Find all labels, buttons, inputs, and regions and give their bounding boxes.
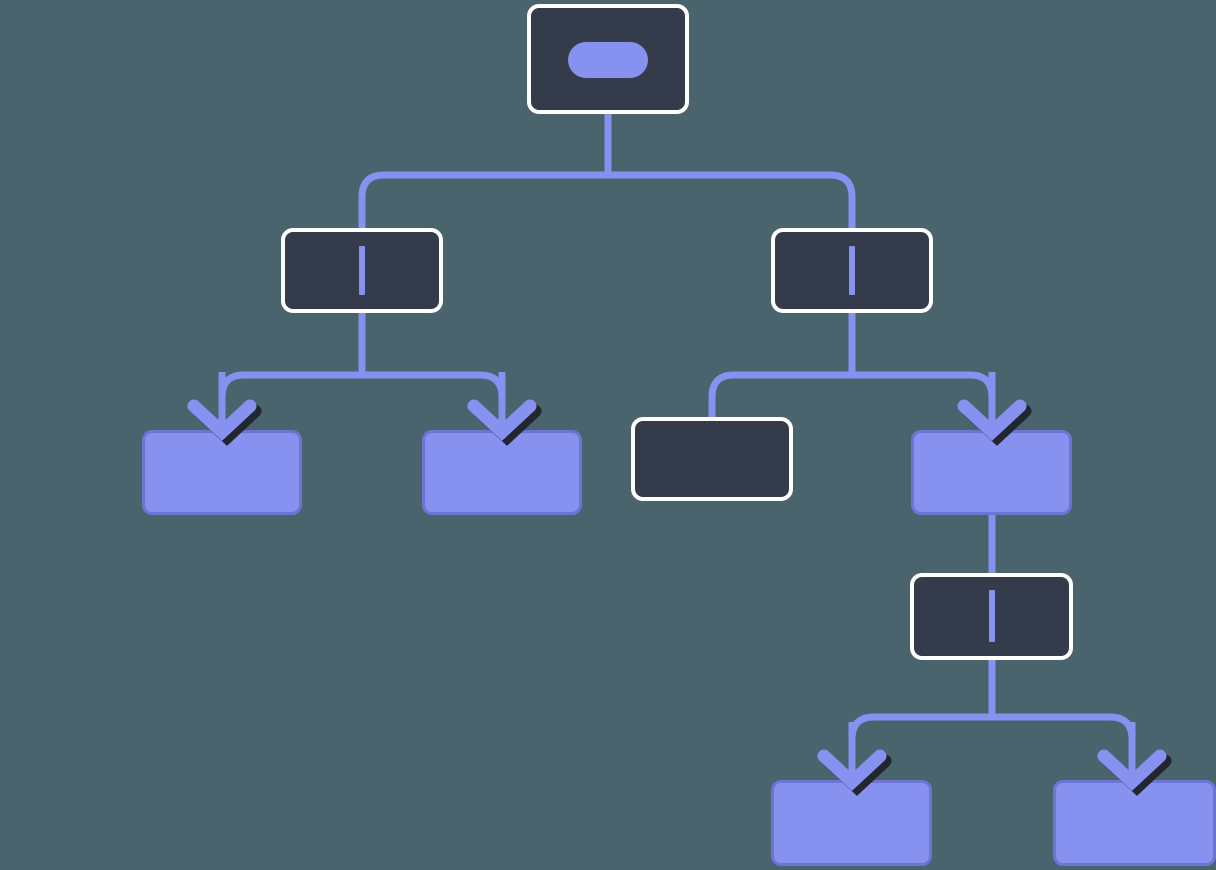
node-bar-indicator bbox=[359, 246, 365, 295]
arrowhead-icon bbox=[817, 749, 887, 791]
edge-root-to-branch-right bbox=[608, 171, 856, 228]
leaf-node-1[interactable] bbox=[142, 430, 302, 515]
empty-node[interactable] bbox=[631, 417, 793, 501]
edge-branch-lower-to-leaf-5 bbox=[992, 713, 1136, 782]
edge-branch-left-to-leaf-2 bbox=[362, 371, 506, 432]
leaf-node-2[interactable] bbox=[422, 430, 582, 515]
arrowhead-icon bbox=[467, 399, 537, 441]
leaf-node-5[interactable] bbox=[1053, 780, 1216, 866]
node-bar-indicator bbox=[989, 590, 995, 642]
leaf-node-4[interactable] bbox=[771, 780, 932, 866]
node-pill-indicator bbox=[568, 42, 648, 78]
edge-branch-right-to-empty-node bbox=[708, 371, 852, 419]
leaf-node-3[interactable] bbox=[911, 430, 1072, 515]
arrowhead-icon bbox=[187, 399, 257, 441]
edge-branch-left-to-leaf-1 bbox=[218, 371, 362, 432]
edge-root-to-branch-left bbox=[358, 171, 608, 228]
arrowhead-icon bbox=[1097, 749, 1167, 791]
edge-branch-right-to-leaf-3 bbox=[852, 371, 996, 432]
edge-branch-lower-to-leaf-4 bbox=[848, 713, 992, 782]
node-bar-indicator bbox=[849, 246, 855, 295]
arrowhead-icon bbox=[957, 399, 1027, 441]
